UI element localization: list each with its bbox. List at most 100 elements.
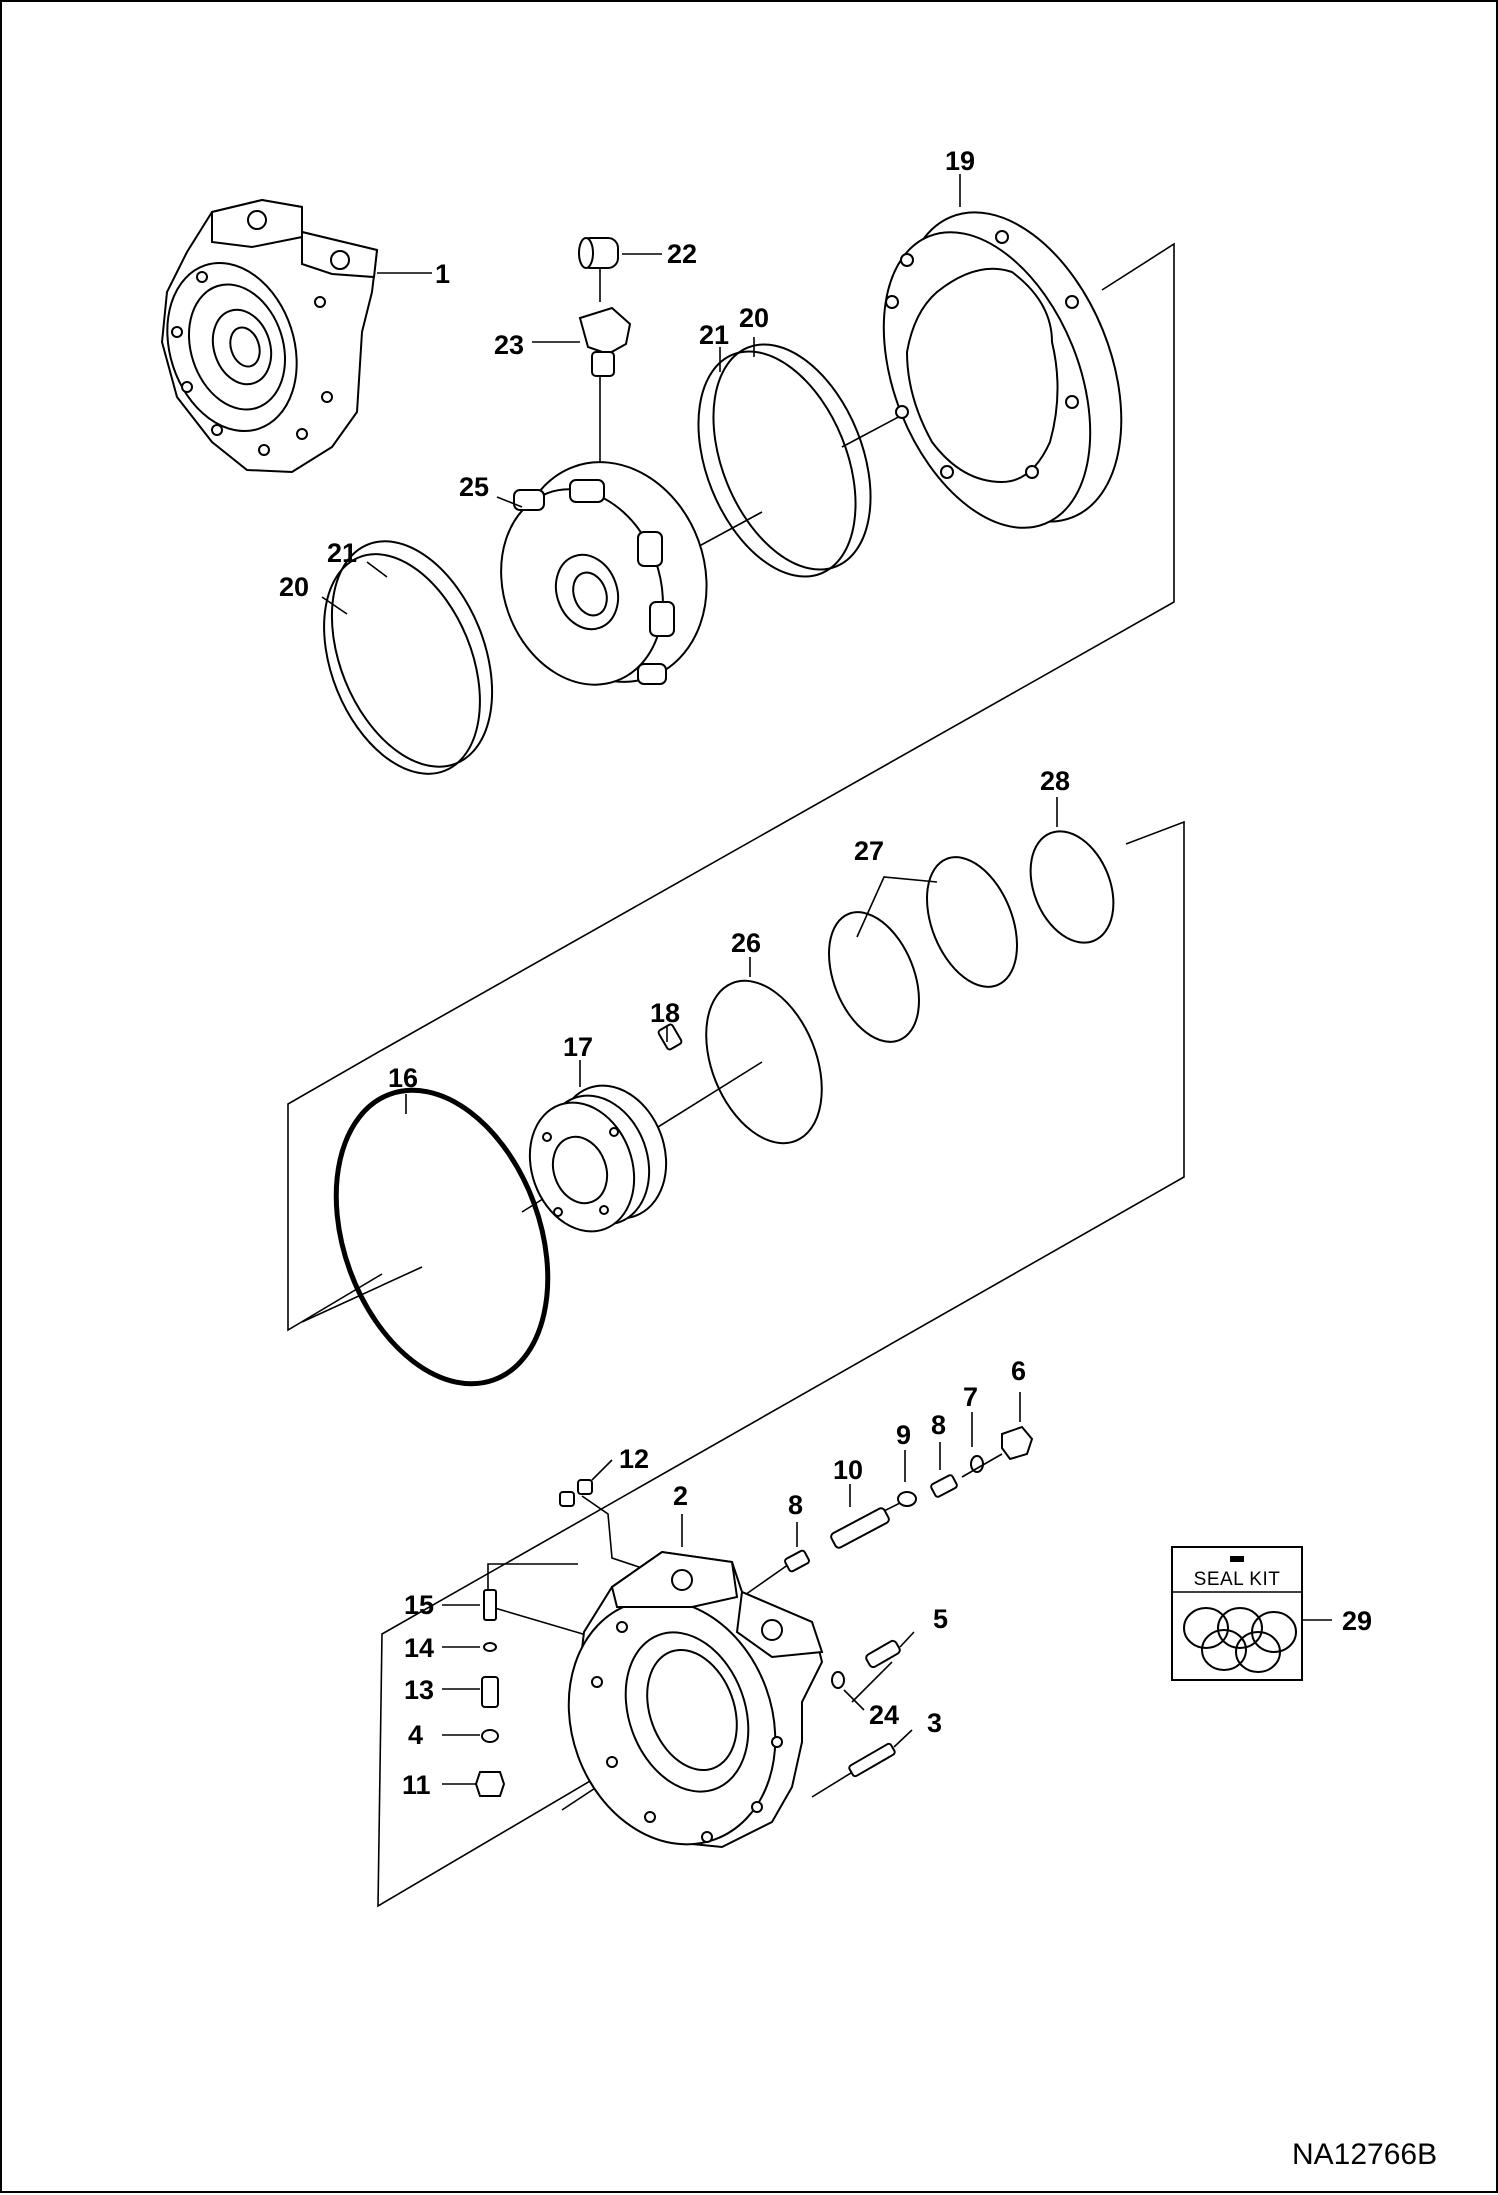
part-13-spring — [481, 1676, 499, 1708]
rotor-vane — [649, 601, 675, 637]
part-4-o-ring — [481, 1729, 499, 1743]
bolt-hole — [296, 428, 308, 440]
callout-21-right: 21 — [699, 320, 729, 350]
part-8-spring-upper — [930, 1474, 958, 1498]
callout-4: 4 — [408, 1720, 423, 1750]
rotor-bore — [572, 571, 608, 617]
bolt-hole — [701, 1831, 713, 1843]
stator-bolt-hole — [995, 230, 1009, 244]
bolt-hole — [606, 1756, 618, 1768]
part-26-ring — [705, 979, 823, 1145]
stator-bolt-hole — [940, 465, 954, 479]
callout-2: 2 — [673, 1481, 688, 1511]
callout-1: 1 — [435, 259, 450, 289]
piston-hole — [542, 1132, 552, 1142]
callout-29: 29 — [1342, 1606, 1372, 1636]
part-27-ring-a — [828, 911, 920, 1043]
part-15-plug — [483, 1589, 497, 1621]
part-28-ring — [1029, 830, 1115, 944]
callout-10: 10 — [833, 1455, 863, 1485]
stator-bolt-hole — [895, 405, 909, 419]
piston-hole — [599, 1205, 609, 1215]
bolt-hole — [196, 271, 208, 283]
part-3-bolt — [848, 1742, 896, 1778]
part-5-plug — [865, 1639, 901, 1669]
stator-bolt-hole — [1065, 295, 1079, 309]
callout-27: 27 — [854, 836, 884, 866]
callout-24: 24 — [869, 1700, 899, 1730]
valve-stack-left — [474, 1589, 506, 1797]
callout-25: 25 — [459, 472, 489, 502]
leader-25 — [496, 496, 523, 508]
bolt-hole — [771, 1736, 783, 1748]
part-19-stator — [882, 211, 1123, 529]
fitting-b — [559, 1491, 575, 1507]
seal-kit-ring-icon — [1183, 1607, 1229, 1649]
bolt-hole — [314, 296, 326, 308]
part-6-cap — [1001, 1425, 1034, 1461]
leader-21-left — [366, 561, 388, 578]
leader-24 — [843, 1689, 865, 1711]
callout-15: 15 — [404, 1590, 434, 1620]
bolt-hole — [591, 1676, 603, 1688]
end-housing-ear-hole — [330, 250, 350, 270]
leader-5 — [899, 1631, 915, 1648]
bolt-hole — [644, 1811, 656, 1823]
part-14-seal — [483, 1642, 497, 1652]
relief-valve-parts — [784, 1425, 1034, 1573]
callout-12: 12 — [619, 1444, 649, 1474]
callout-8-lower: 8 — [788, 1490, 803, 1520]
part-17-piston — [528, 1084, 668, 1233]
end-housing-mount-hole — [247, 210, 267, 230]
upper-bracket-line — [287, 242, 1175, 1332]
seal-kit-ring-icon — [1201, 1629, 1247, 1671]
seal-kit-bag-icon — [1230, 1556, 1244, 1562]
pin-stem — [591, 351, 615, 377]
pin-head — [578, 306, 632, 356]
callout-23: 23 — [494, 330, 524, 360]
fitting-a — [577, 1479, 593, 1495]
right-ring-21 — [697, 350, 857, 578]
valve-axis-line-a — [741, 1561, 793, 1598]
leader-27 — [856, 876, 938, 938]
part-2-main-housing — [567, 1550, 824, 1849]
main-housing-bore-inner — [646, 1648, 738, 1772]
bolt-hole — [321, 391, 333, 403]
bolt-hole — [258, 444, 270, 456]
callout-20-right: 20 — [739, 303, 769, 333]
drawing-reference-code: NA12766B — [1292, 2138, 1437, 2171]
part-9-washer — [897, 1491, 917, 1507]
parts-20-21-right-rings — [697, 343, 872, 578]
callout-5: 5 — [933, 1604, 948, 1634]
bolt-hole — [171, 326, 183, 338]
callout-leaders — [321, 174, 1332, 1785]
callout-18: 18 — [650, 998, 680, 1028]
part-18-set-screw — [657, 1023, 683, 1051]
piston-bore — [551, 1135, 609, 1205]
part-8-spring-lower — [784, 1549, 810, 1573]
part-1-end-housing — [160, 198, 379, 474]
part-16-large-o-ring — [333, 1087, 551, 1387]
rotor-vane — [637, 531, 663, 567]
stator-bolt-hole — [900, 253, 914, 267]
parts-20-21-left-rings — [323, 540, 494, 775]
callout-13: 13 — [404, 1675, 434, 1705]
callout-22: 22 — [667, 239, 697, 269]
part-25-rotor-assembly — [500, 461, 708, 686]
part-23-pin — [578, 306, 632, 377]
stator-bolt-hole — [1065, 395, 1079, 409]
end-housing-bore — [229, 326, 261, 368]
seal-kit-ring-icon — [1235, 1631, 1281, 1673]
seal-kit-label: SEAL KIT — [1194, 1569, 1281, 1590]
callout-8-upper: 8 — [931, 1410, 946, 1440]
piston-hole — [609, 1127, 619, 1137]
rotor-vane — [637, 663, 667, 685]
leader-3 — [893, 1729, 913, 1748]
rotor-vane — [569, 479, 605, 503]
callout-3: 3 — [927, 1708, 942, 1738]
callout-28: 28 — [1040, 766, 1070, 796]
main-housing-ear-hole — [761, 1619, 783, 1641]
rotor-vane — [513, 489, 545, 511]
callout-17: 17 — [563, 1032, 593, 1062]
